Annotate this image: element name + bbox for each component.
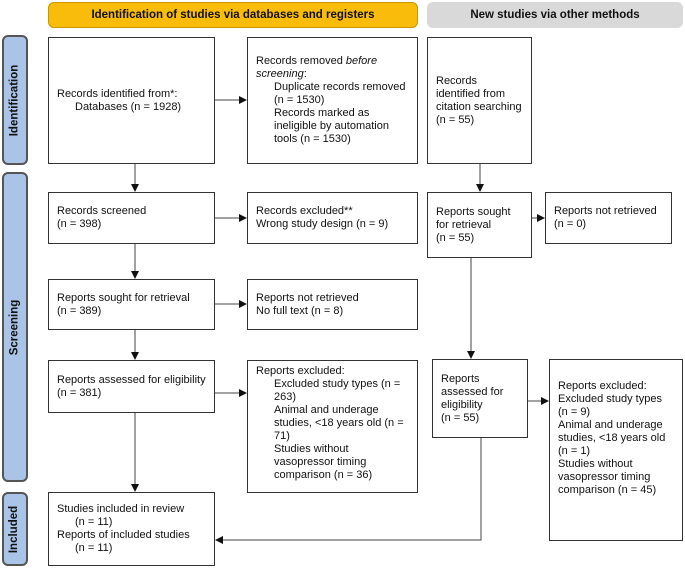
box-text: Duplicate records removed (n = 1530) — [274, 81, 406, 106]
box-citation-searching: Records identified from citation searchi… — [427, 37, 532, 164]
box-text: Records screened — [57, 205, 147, 217]
header-other-methods: New studies via other methods — [427, 2, 683, 28]
box-text: (n = 0) — [554, 218, 587, 230]
box-text: (n = 55) — [436, 231, 475, 244]
box-records-removed: Records removed before screening: Duplic… — [247, 37, 418, 164]
box-text: Animal and underage studies, <18 years o… — [558, 419, 666, 457]
box-records-excluded: Records excluded**Wrong study design (n … — [247, 192, 418, 244]
box-text: Excluded study types (n = 9) — [558, 393, 662, 418]
box-text: (n = 55) — [441, 411, 480, 424]
box-reports-excluded: Reports excluded: Excluded study types (… — [247, 360, 418, 493]
box-text: Reports excluded: — [256, 365, 345, 377]
phase-included: Included — [2, 492, 28, 566]
box-text: Reports not retrieved — [256, 291, 359, 304]
box-text: Studies without vasopressor timing compa… — [558, 458, 657, 496]
box-reports-assessed-other: Reports assessed for eligibility(n = 55) — [432, 359, 528, 438]
box-text: (n = 11) — [75, 542, 113, 554]
box-reports-excluded-other: Reports excluded: Excluded study types (… — [549, 359, 683, 541]
box-text: Studies included in review — [57, 503, 185, 515]
box-text: (n = 389) — [57, 304, 102, 317]
phase-screening: Screening — [2, 172, 28, 482]
box-text: Databases (n = 1928) — [75, 100, 182, 113]
box-text: Reports assessed for eligibility — [57, 373, 206, 386]
box-text: Reports assessed for eligibility — [441, 372, 504, 411]
box-text: (n = 381) — [57, 386, 102, 399]
box-text: Records identified from citation searchi… — [436, 74, 522, 113]
box-reports-sought-other: Reports sought for retrieval(n = 55) — [427, 192, 532, 258]
box-text: Excluded study types (n = 263) — [274, 378, 401, 403]
box-text: Studies without vasopressor timing compa… — [274, 443, 373, 481]
box-text: Reports sought for retrieval — [436, 205, 511, 231]
box-reports-assessed: Reports assessed for eligibility(n = 381… — [48, 360, 215, 413]
box-text: Reports sought for retrieval — [57, 291, 190, 304]
box-text: (n = 11) — [75, 516, 113, 528]
box-text: Records identified from*: — [57, 87, 178, 100]
box-text: Records marked as ineligible by automati… — [274, 107, 389, 145]
box-text: Reports of included studies — [57, 529, 190, 541]
box-text: Reports not retrieved — [554, 205, 657, 217]
box-text: Wrong study design (n = 9) — [256, 218, 389, 230]
box-studies-included: Studies included in review (n = 11) Repo… — [48, 492, 215, 566]
box-text: No full text (n = 8) — [256, 304, 344, 317]
box-text: Records excluded** — [256, 205, 353, 217]
box-text: (n = 398) — [57, 218, 102, 230]
box-not-retrieved-other: Reports not retrieved(n = 0) — [545, 192, 672, 244]
arrow — [215, 438, 482, 544]
box-records-screened: Records screened(n = 398) — [48, 192, 215, 244]
box-text: Animal and underage studies, <18 years o… — [274, 404, 404, 442]
box-records-identified: Records identified from*: Databases (n =… — [48, 37, 215, 164]
header-databases: Identification of studies via databases … — [48, 2, 418, 28]
box-text: Reports excluded: — [558, 380, 647, 392]
box-text: Records removed before screening: — [256, 55, 378, 80]
phase-identification: Identification — [2, 35, 28, 165]
box-reports-sought: Reports sought for retrieval(n = 389) — [48, 279, 215, 330]
box-text: (n = 55) — [436, 113, 475, 126]
